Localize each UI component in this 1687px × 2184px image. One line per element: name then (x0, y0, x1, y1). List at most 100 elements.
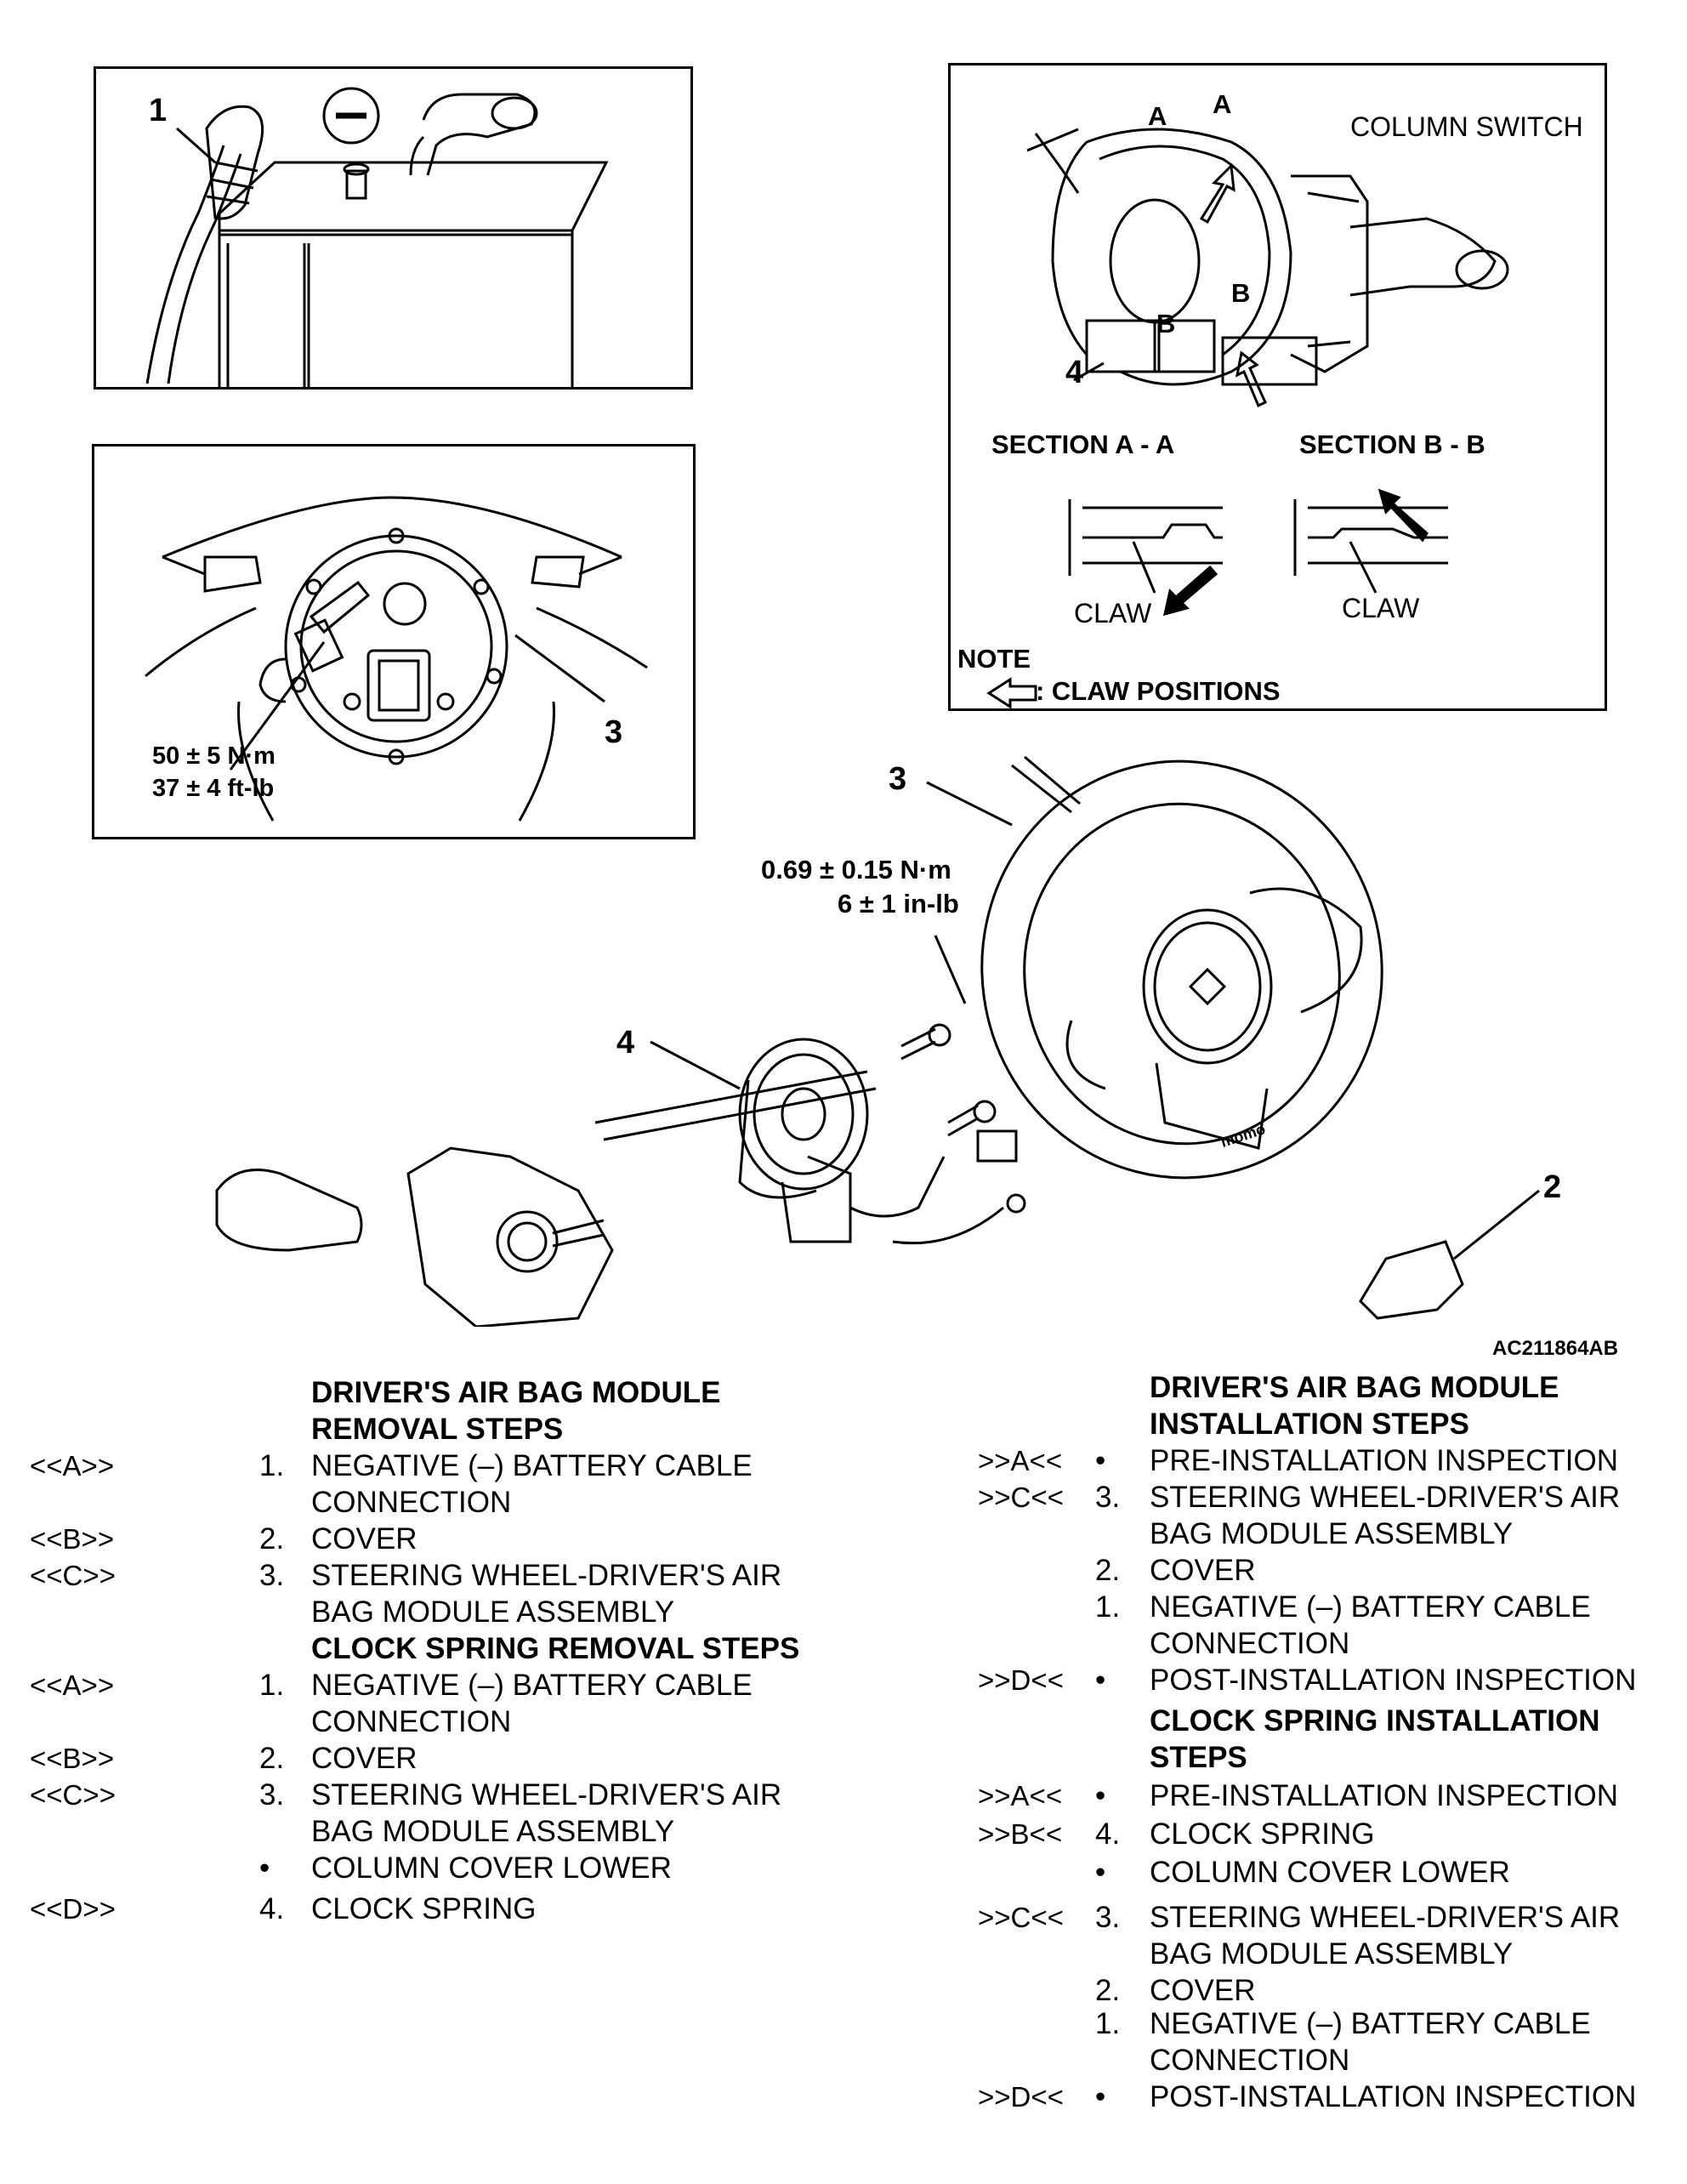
clock-removal-code-d: <<D>> (30, 1893, 116, 1925)
removal-steps: DRIVER'S AIR BAG MODULE REMOVAL STEPS <<… (0, 1374, 842, 1936)
removal-step-1-cont: CONNECTION (311, 1486, 512, 1519)
wheel-hub-inset: 50 ± 5 N·m 37 ± 4 ft-lb 3 (92, 444, 696, 839)
install-mark-3: 3. (1095, 1481, 1121, 1514)
main-torque-inlb: 6 ± 1 in-lb (838, 889, 959, 919)
callout-3-inset: 3 (605, 714, 623, 750)
clock-removal-step-3: STEERING WHEEL-DRIVER'S AIR (311, 1778, 782, 1811)
clock-install-step-4: CLOCK SPRING (1150, 1817, 1375, 1851)
claw-label-b1: B (1231, 278, 1251, 308)
clock-install-step-pre: PRE-INSTALLATION INSPECTION (1150, 1779, 1619, 1812)
clock-install-code-c: >>C<< (978, 1902, 1064, 1933)
clock-removal-mark-4: 4. (259, 1892, 285, 1925)
clock-install-mark-3: 3. (1095, 1901, 1121, 1934)
clock-install-step-3-cont: BAG MODULE ASSEMBLY (1150, 1937, 1514, 1971)
removal-step-1: NEGATIVE (–) BATTERY CABLE (311, 1449, 753, 1482)
section-b-title: SECTION B - B (1299, 429, 1485, 459)
claw-label-b: CLAW (1342, 593, 1420, 623)
removal-heading-2: REMOVAL STEPS (311, 1413, 564, 1446)
install-mark-post: • (1095, 1664, 1106, 1697)
claw-label-a: CLAW (1074, 598, 1152, 628)
clock-removal-step-3-cont: BAG MODULE ASSEMBLY (311, 1815, 675, 1848)
removal-step-3: STEERING WHEEL-DRIVER'S AIR (311, 1559, 782, 1592)
removal-heading-1: DRIVER'S AIR BAG MODULE (311, 1376, 721, 1409)
clock-install-mark-2: 2. (1095, 1974, 1121, 2007)
claw-label-a2: A (1213, 89, 1232, 119)
claw-label-a1: A (1148, 101, 1167, 131)
note-label: NOTE (957, 644, 1031, 674)
install-mark-pre: • (1095, 1444, 1106, 1477)
wheel-hub-illustration (145, 496, 648, 822)
battery-inset: 1 (94, 66, 693, 390)
install-step-3-cont: BAG MODULE ASSEMBLY (1150, 1517, 1514, 1550)
clock-install-step-post: POST-INSTALLATION INSPECTION (1150, 2080, 1637, 2113)
claw-label-b2: B (1156, 309, 1176, 338)
clock-removal-step-4: CLOCK SPRING (311, 1892, 537, 1925)
install-code-c: >>C<< (978, 1482, 1064, 1513)
callout-1: 1 (149, 93, 168, 128)
install-mark-2: 2. (1095, 1554, 1121, 1587)
removal-step-3-cont: BAG MODULE ASSEMBLY (311, 1595, 675, 1629)
clock-removal-bullet: • (259, 1851, 270, 1885)
clock-install-bullet: • (1095, 1856, 1106, 1889)
clock-install-heading-1: CLOCK SPRING INSTALLATION (1150, 1704, 1600, 1738)
clock-removal-step-1-cont: CONNECTION (311, 1705, 512, 1738)
clock-install-step-1: NEGATIVE (–) BATTERY CABLE (1150, 2007, 1591, 2040)
torque-ft-label: 37 ± 4 ft-lb (152, 775, 275, 802)
clock-removal-mark-1: 1. (259, 1669, 285, 1702)
install-heading-2: INSTALLATION STEPS (1150, 1408, 1469, 1441)
removal-step-2: COVER (311, 1522, 417, 1556)
clock-removal-code-c: <<C>> (30, 1779, 116, 1811)
removal-code-c: <<C>> (30, 1560, 116, 1591)
clock-removal-step-column-cover: COLUMN COVER LOWER (311, 1851, 672, 1885)
install-mark-1: 1. (1095, 1590, 1121, 1624)
clock-removal-heading: CLOCK SPRING REMOVAL STEPS (311, 1632, 800, 1665)
install-step-post: POST-INSTALLATION INSPECTION (1150, 1664, 1637, 1697)
battery-illustration (145, 87, 609, 388)
clock-install-code-a: >>A<< (978, 1780, 1063, 1811)
clock-removal-code-b: <<B>> (30, 1743, 115, 1774)
section-a-title: SECTION A - A (991, 429, 1175, 459)
callout-2-main: 2 (1543, 1169, 1562, 1205)
callout-3-main: 3 (889, 761, 907, 797)
clock-removal-code-a: <<A>> (30, 1669, 115, 1701)
torque-nm-label: 50 ± 5 N·m (152, 742, 275, 770)
removal-mark-2: 2. (259, 1522, 285, 1556)
removal-mark-3: 3. (259, 1559, 285, 1592)
clock-install-step-2: COVER (1150, 1974, 1256, 2007)
exploded-steering-diagram (215, 755, 1540, 1327)
claw-positions-label: : CLAW POSITIONS (1036, 676, 1281, 706)
install-step-pre: PRE-INSTALLATION INSPECTION (1150, 1444, 1619, 1477)
clock-install-mark-post: • (1095, 2080, 1106, 2113)
clock-removal-step-2: COVER (311, 1742, 417, 1775)
clock-install-mark-1: 1. (1095, 2007, 1121, 2040)
install-heading-1: DRIVER'S AIR BAG MODULE (1150, 1371, 1559, 1404)
install-code-d: >>D<< (978, 1664, 1064, 1696)
clock-install-heading-2: STEPS (1150, 1741, 1247, 1774)
install-code-a: >>A<< (978, 1445, 1063, 1476)
clock-install-code-b: >>B<< (978, 1818, 1063, 1850)
removal-code-a: <<A>> (30, 1450, 115, 1482)
clock-install-code-d: >>D<< (978, 2081, 1064, 2113)
callout-4-inset: 4 (1065, 355, 1084, 390)
figure-code: AC211864AB (1492, 1337, 1619, 1360)
main-torque-nm: 0.69 ± 0.15 N·m (761, 855, 951, 884)
clock-removal-step-1: NEGATIVE (–) BATTERY CABLE (311, 1669, 753, 1702)
clock-install-step-column-cover: COLUMN COVER LOWER (1150, 1856, 1510, 1889)
clock-spring-illustration (986, 128, 1509, 709)
clock-install-step-3: STEERING WHEEL-DRIVER'S AIR (1150, 1901, 1621, 1934)
column-switch-label: COLUMN SWITCH (1350, 111, 1583, 142)
clock-install-mark-4: 4. (1095, 1817, 1121, 1851)
clock-removal-mark-2: 2. (259, 1742, 285, 1775)
removal-mark-1: 1. (259, 1449, 285, 1482)
install-step-3: STEERING WHEEL-DRIVER'S AIR (1150, 1481, 1621, 1514)
installation-steps: DRIVER'S AIR BAG MODULE INSTALLATION STE… (969, 1369, 1684, 2177)
install-step-1-cont: CONNECTION (1150, 1627, 1350, 1660)
removal-code-b: <<B>> (30, 1523, 115, 1555)
install-step-1: NEGATIVE (–) BATTERY CABLE (1150, 1590, 1591, 1624)
callout-4-main: 4 (616, 1025, 635, 1061)
clock-install-step-1-cont: CONNECTION (1150, 2044, 1350, 2077)
clock-install-mark-pre: • (1095, 1779, 1106, 1812)
install-step-2: COVER (1150, 1554, 1256, 1587)
clock-removal-mark-3: 3. (259, 1778, 285, 1811)
clock-spring-inset: COLUMN SWITCH 4 A A B B SECTION A - A SE… (948, 63, 1607, 711)
